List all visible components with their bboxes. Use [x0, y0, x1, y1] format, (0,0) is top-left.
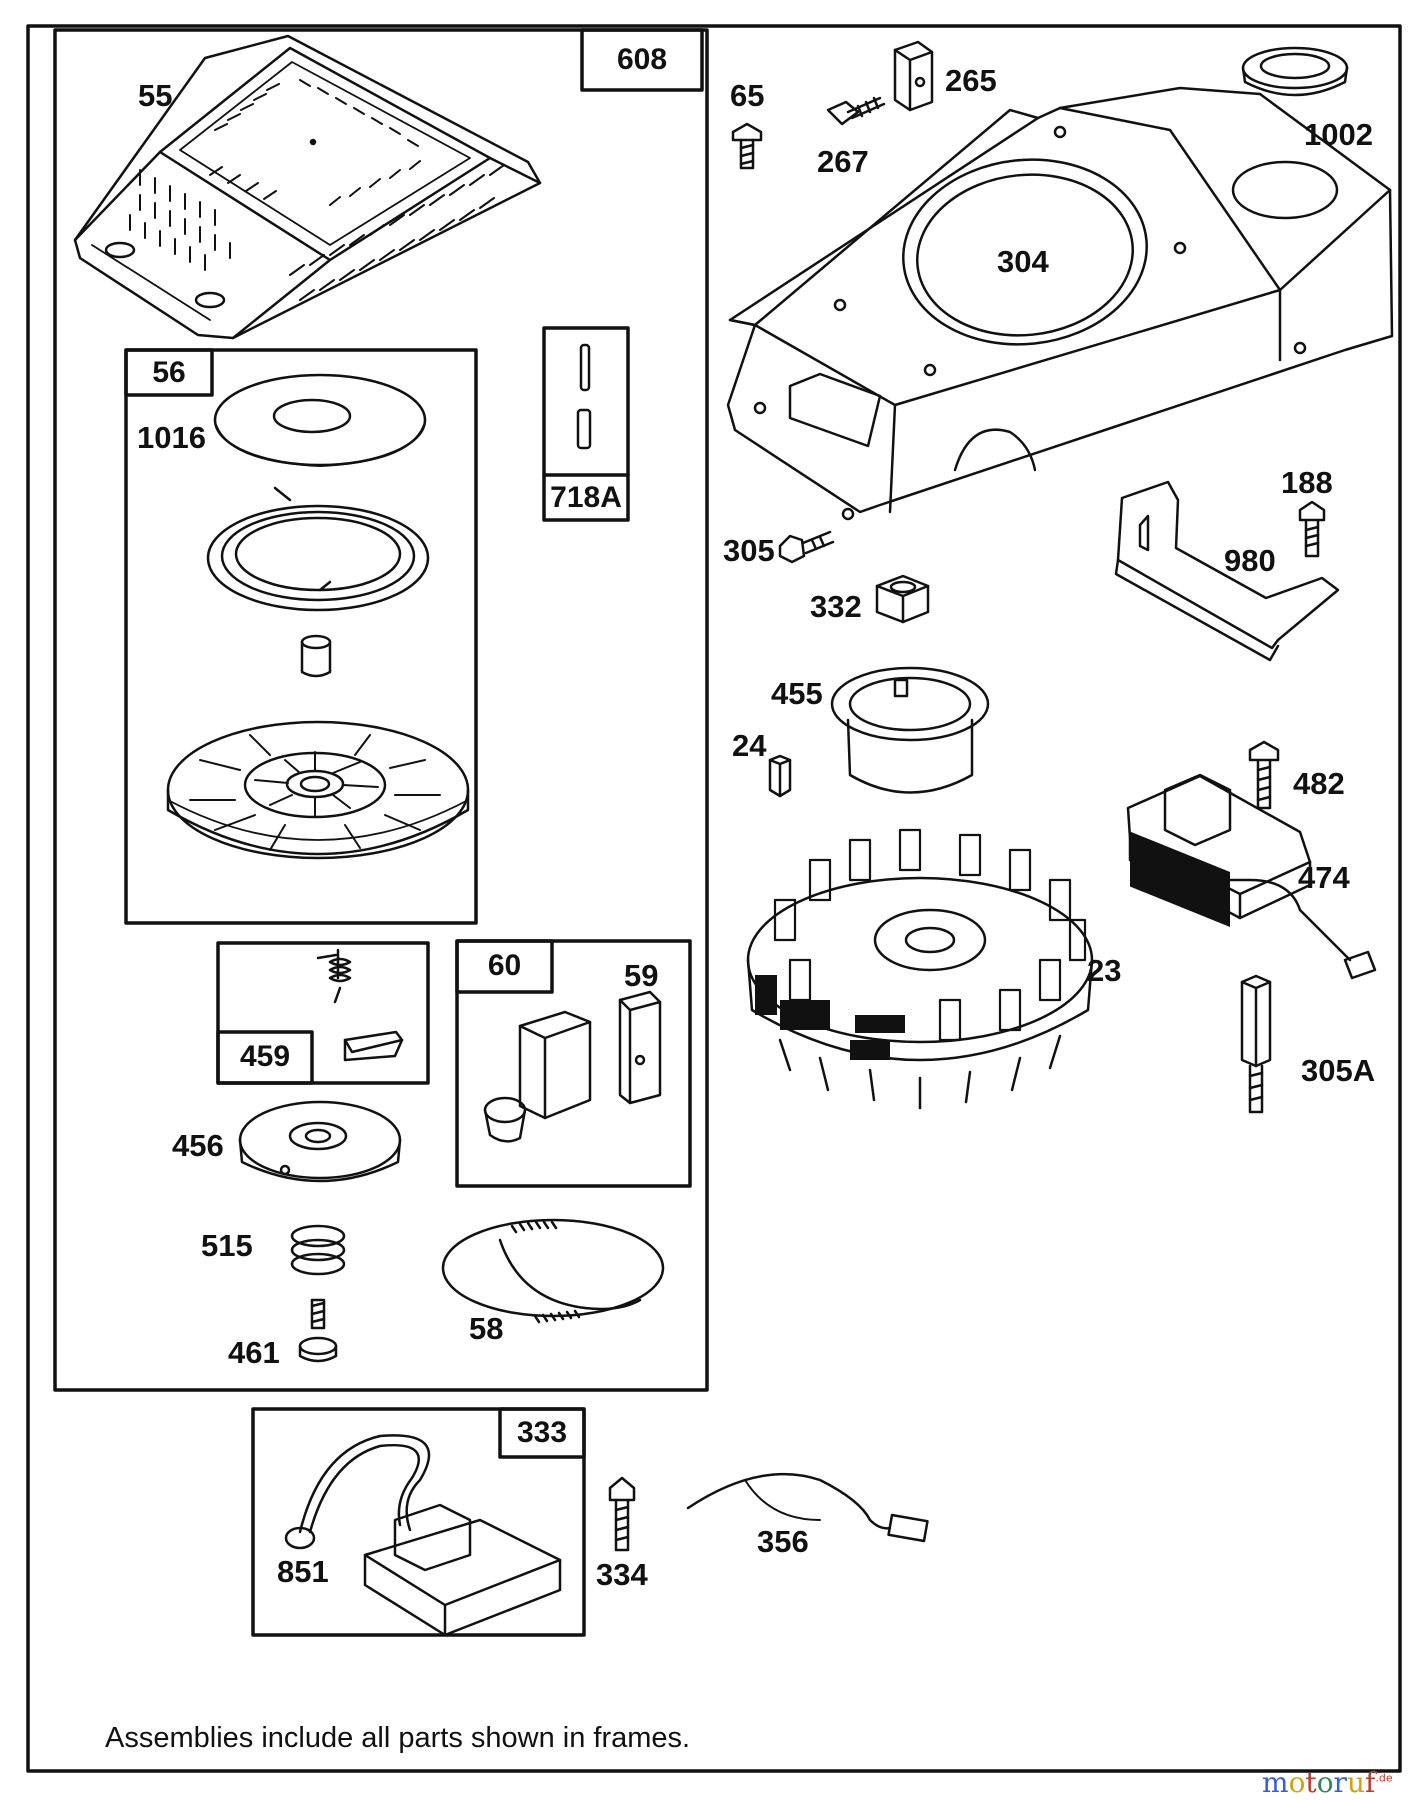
part-label-356: 356	[757, 1524, 809, 1559]
screw-188-drawing	[1298, 500, 1326, 558]
frame-60-tag-box	[455, 939, 554, 994]
bracket-59-drawing	[618, 990, 662, 1105]
blower-housing-drawing	[726, 86, 1394, 521]
part-label-55: 55	[138, 78, 173, 113]
rewind-cover-drawing	[73, 34, 542, 340]
bracket-980-drawing	[1114, 480, 1340, 662]
frame-56-tag-box	[124, 348, 214, 397]
frame-tag-608: 608	[616, 43, 668, 76]
ratchet-drawing	[238, 1100, 402, 1183]
screw-334-drawing	[608, 1476, 636, 1552]
flywheel-drawing	[746, 828, 1094, 1110]
outer-border	[26, 24, 1402, 1773]
watermark-logo: motoruf.de	[1262, 1766, 1393, 1799]
screw-461-drawing	[298, 1298, 338, 1363]
frame-608-tag-box	[580, 28, 704, 92]
frame-56-border	[124, 348, 478, 925]
spacer-drawing	[300, 634, 332, 678]
wire-356-drawing	[686, 1472, 929, 1543]
part-label-455: 455	[771, 676, 823, 711]
frame-tag-333: 333	[516, 1416, 568, 1449]
rewind-spring-drawing	[206, 486, 430, 612]
part-label-456: 456	[172, 1128, 224, 1163]
part-label-24: 24	[732, 728, 767, 763]
part-label-851: 851	[277, 1554, 329, 1589]
part-label-305: 305	[723, 533, 775, 568]
frame-tag-718A: 718A	[550, 481, 622, 514]
clip-265-drawing	[893, 40, 934, 112]
frame-608-border	[53, 28, 709, 1392]
part-label-304: 304	[997, 244, 1049, 279]
pin-718A-drawing	[576, 343, 592, 450]
pawl-spring-drawing	[316, 948, 352, 1004]
screw-305-drawing	[778, 530, 835, 564]
governor-drawing	[483, 1010, 592, 1143]
frame-333-border	[251, 1407, 586, 1637]
part-label-65: 65	[730, 78, 765, 113]
part-label-23: 23	[1087, 953, 1122, 988]
standoff-305A-drawing	[1240, 974, 1272, 1114]
starter-cup-drawing	[830, 666, 990, 794]
frame-60-border	[455, 939, 692, 1188]
frame-718A-border	[542, 326, 630, 522]
part-label-334: 334	[596, 1557, 648, 1592]
starter-washer-drawing	[213, 373, 427, 467]
frame-333-tag-box	[498, 1407, 586, 1459]
nut-332-drawing	[875, 574, 930, 624]
starter-rope-drawing	[441, 1218, 665, 1324]
screw-65-drawing	[731, 122, 763, 170]
compression-spring-drawing	[290, 1224, 346, 1276]
part-label-265: 265	[945, 63, 997, 98]
screw-267-drawing	[826, 96, 886, 126]
watermark-suffix: .de	[1375, 1771, 1393, 1785]
frame-tag-56: 56	[152, 356, 186, 389]
frame-tag-60: 60	[487, 949, 522, 982]
pawl-drawing	[343, 1030, 404, 1062]
part-label-980: 980	[1224, 543, 1276, 578]
frame-tag-459: 459	[239, 1040, 291, 1073]
part-label-474: 474	[1298, 860, 1350, 895]
key-24-drawing	[768, 754, 792, 798]
starter-pulley-drawing	[166, 720, 470, 860]
part-label-58: 58	[469, 1311, 504, 1346]
part-label-482: 482	[1293, 766, 1345, 801]
part-label-515: 515	[201, 1228, 253, 1263]
grommet-drawing	[1241, 46, 1349, 97]
assemblies-footnote: Assemblies include all parts shown in fr…	[105, 1722, 691, 1754]
part-label-461: 461	[228, 1335, 280, 1370]
part-label-305A: 305A	[1301, 1053, 1376, 1088]
part-label-267: 267	[817, 144, 869, 179]
part-label-1002: 1002	[1304, 117, 1373, 152]
frame-459-border	[216, 941, 430, 1085]
screw-482-drawing	[1248, 740, 1280, 810]
part-label-1016: 1016	[137, 420, 206, 455]
ignition-armature-drawing	[284, 1434, 562, 1637]
watermark-text: motoruf	[1262, 1766, 1376, 1799]
part-label-332: 332	[810, 589, 862, 624]
part-label-59: 59	[624, 958, 659, 993]
frame-459-tag-box	[216, 1030, 314, 1085]
armature-474-drawing	[1126, 773, 1377, 980]
part-label-188: 188	[1281, 465, 1333, 500]
